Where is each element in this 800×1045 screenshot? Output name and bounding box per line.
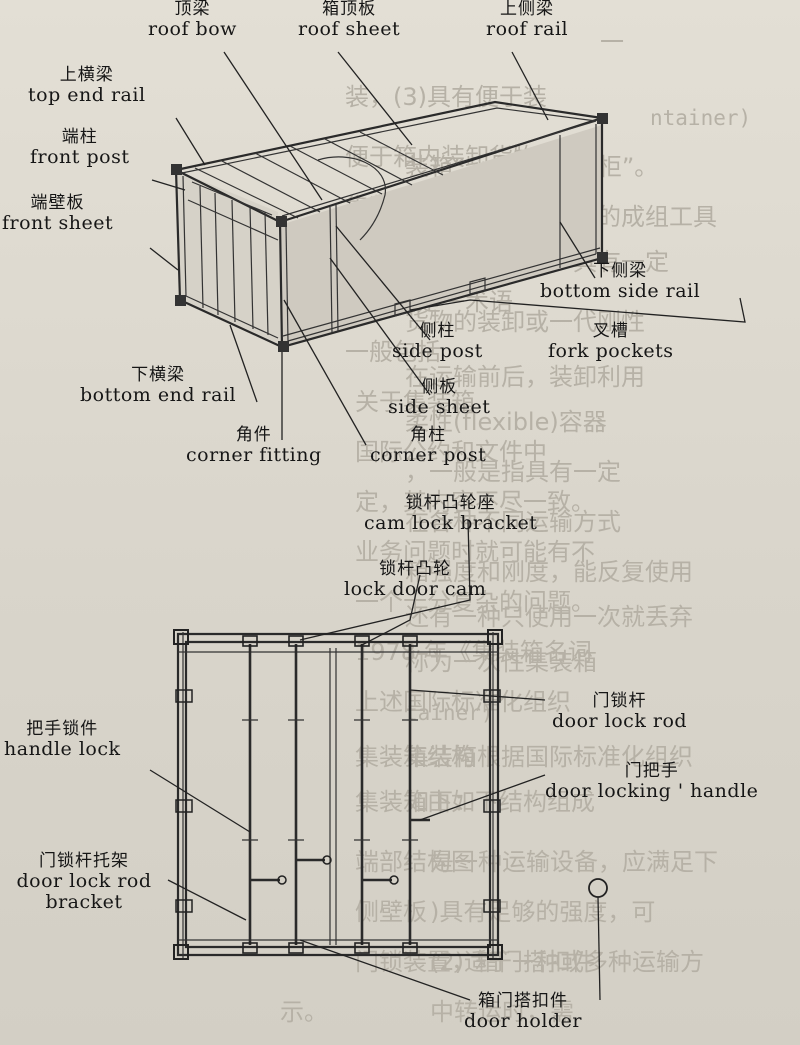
svg-text:国际公约和文件中: 国际公约和文件中: [355, 438, 547, 466]
svg-text:是一种运输设备，应满足下: 是一种运输设备，应满足下: [430, 848, 718, 876]
svg-text:ntainer): ntainer): [650, 106, 751, 130]
label-handle-lock: 把手锁件 handle lock: [4, 719, 121, 761]
label-bottom-end-rail-en: bottom end rail: [80, 384, 237, 407]
label-door-holder-zh: 箱门搭扣件: [477, 991, 568, 1011]
label-roof-sheet-zh: 箱顶板: [322, 0, 377, 19]
svg-text:(2)适于一种或多种运输方: (2)适于一种或多种运输方: [430, 948, 704, 976]
label-lock-door-cam-zh: 锁杆凸轮: [379, 559, 452, 579]
svg-text:关于集装箱: 关于集装箱: [355, 388, 475, 416]
svg-text:，一般是指具有一定: ，一般是指具有一定: [405, 458, 621, 486]
label-door-lock-rod-bracket: 门锁杆托架 door lock rod bracket: [4, 851, 164, 914]
label-cam-lock-bracket: 锁杆凸轮座 cam lock bracket: [364, 493, 538, 535]
container-door-end-figure: [173, 629, 608, 960]
label-front-sheet-en: front sheet: [2, 212, 114, 235]
label-corner-post: 角柱 corner post: [370, 425, 487, 467]
svg-text:箱强度和刚度，能反复使用: 箱强度和刚度，能反复使用: [405, 558, 693, 586]
label-roof-bow: 顶梁 roof bow: [148, 0, 237, 40]
label-side-post-zh: 侧柱: [419, 321, 456, 341]
svg-text:上述国际标准化组织: 上述国际标准化组织: [355, 688, 571, 716]
label-handle-lock-en: handle lock: [4, 738, 121, 761]
svg-text:端部结构图: 端部结构图: [355, 848, 475, 876]
svg-text:集装箱由如下结构组成: 集装箱由如下结构组成: [355, 788, 595, 816]
label-lock-door-cam-en: lock door cam: [344, 578, 487, 601]
svg-text:一: 一: [600, 28, 624, 56]
svg-text:装，(3)具有便于装: 装，(3)具有便于装: [345, 83, 547, 111]
label-bottom-side-rail: 下侧梁 bottom side rail: [540, 261, 701, 303]
svg-text:集装箱根据国际标准化组织: 集装箱根据国际标准化组织: [405, 743, 693, 771]
svg-text:tainer): tainer): [405, 701, 494, 725]
svg-text:一个十分复杂的问题。: 一个十分复杂的问题。: [355, 588, 595, 616]
svg-text:定，其内容不尽一致。: 定，其内容不尽一致。: [355, 488, 595, 516]
label-top-end-rail-en: top end rail: [28, 84, 146, 107]
label-cam-lock-bracket-zh: 锁杆凸轮座: [405, 493, 496, 513]
svg-text:在各种不同运输方式: 在各种不同运输方式: [405, 508, 621, 536]
label-cam-lock-bracket-en: cam lock bracket: [364, 512, 538, 535]
svg-text:如下：: 如下：: [405, 788, 477, 816]
label-roof-bow-zh: 顶梁: [174, 0, 211, 19]
svg-text:示。: 示。: [280, 998, 328, 1026]
label-side-sheet-zh: 侧板: [421, 377, 458, 397]
label-top-end-rail-zh: 上横梁: [59, 65, 114, 85]
label-roof-rail-zh: 上侧梁: [500, 0, 555, 19]
label-door-locking-handle-zh: 门把手: [624, 761, 679, 781]
label-fork-pockets: 叉槽 fork pockets: [548, 321, 674, 363]
svg-text:中转运时，需: 中转运时，需: [430, 998, 574, 1026]
label-corner-fitting-en: corner fitting: [186, 444, 322, 467]
svg-text:一般包括: 一般包括: [345, 338, 441, 366]
label-bottom-end-rail-zh: 下横梁: [131, 365, 186, 385]
svg-text:货物的装卸或一代刚性: 货物的装卸或一代刚性: [405, 308, 645, 336]
label-top-end-rail: 上横梁 top end rail: [28, 65, 146, 107]
svg-text:)具有足够的强度，可: )具有足够的强度，可: [430, 898, 655, 926]
label-front-sheet-zh: 端壁板: [30, 193, 85, 213]
label-door-lock-rod-bracket-en: door lock rod bracket: [16, 870, 152, 914]
svg-text:侧壁板: 侧壁板: [355, 898, 427, 926]
label-front-sheet: 端壁板 front sheet: [2, 193, 114, 235]
label-handle-lock-zh: 把手锁件: [26, 719, 99, 739]
label-front-post-zh: 端柱: [61, 127, 98, 147]
svg-text:门锁装置，箱门搭扣件: 门锁装置，箱门搭扣件: [355, 948, 595, 976]
label-door-lock-rod-en: door lock rod: [552, 710, 688, 733]
label-corner-post-zh: 角柱: [410, 425, 447, 445]
svg-text:集装箱结构: 集装箱结构: [355, 743, 475, 771]
label-roof-rail: 上侧梁 roof rail: [486, 0, 568, 40]
label-corner-fitting: 角件 corner fitting: [186, 425, 322, 467]
container-isometric-figure: [171, 100, 608, 352]
svg-text:柔性(flexible)容器: 柔性(flexible)容器: [405, 408, 607, 436]
label-door-lock-rod-bracket-zh: 门锁杆托架: [39, 851, 129, 871]
label-side-sheet-en: side sheet: [388, 396, 491, 419]
label-fork-pockets-zh: 叉槽: [592, 321, 629, 341]
label-side-post: 侧柱 side post: [392, 321, 483, 363]
label-door-holder: 箱门搭扣件 door holder: [464, 991, 582, 1033]
label-corner-post-en: corner post: [370, 444, 487, 467]
label-roof-bow-en: roof bow: [148, 18, 237, 41]
label-bottom-side-rail-en: bottom side rail: [540, 280, 701, 303]
label-door-holder-en: door holder: [464, 1010, 582, 1033]
label-roof-sheet-en: roof sheet: [298, 18, 401, 41]
label-side-post-en: side post: [392, 340, 483, 363]
label-door-lock-rod-zh: 门锁杆: [592, 691, 647, 711]
label-roof-rail-en: roof rail: [486, 18, 569, 41]
svg-text:在运输前后，装卸利用: 在运输前后，装卸利用: [405, 363, 645, 391]
label-door-locking-handle-en: door locking ' handle: [545, 780, 759, 803]
label-lock-door-cam: 锁杆凸轮 lock door cam: [344, 559, 487, 601]
label-roof-sheet: 箱顶板 roof sheet: [298, 0, 400, 40]
label-door-locking-handle: 门把手 door locking ' handle: [545, 761, 759, 803]
label-bottom-end-rail: 下横梁 bottom end rail: [80, 365, 237, 407]
svg-text:称为一次性集装箱: 称为一次性集装箱: [405, 648, 597, 676]
label-fork-pockets-en: fork pockets: [548, 340, 674, 363]
svg-text:业务问题时就可能有不: 业务问题时就可能有不: [355, 538, 595, 566]
svg-text:还有一种只使用一次就丢弃: 还有一种只使用一次就丢弃: [405, 603, 693, 631]
label-corner-fitting-zh: 角件: [235, 425, 272, 445]
label-front-post-en: front post: [30, 146, 130, 169]
label-front-post: 端柱 front post: [30, 127, 130, 169]
label-side-sheet: 侧板 side sheet: [388, 377, 491, 419]
label-bottom-side-rail-zh: 下侧梁: [593, 261, 648, 281]
label-door-lock-rod: 门锁杆 door lock rod: [552, 691, 688, 733]
